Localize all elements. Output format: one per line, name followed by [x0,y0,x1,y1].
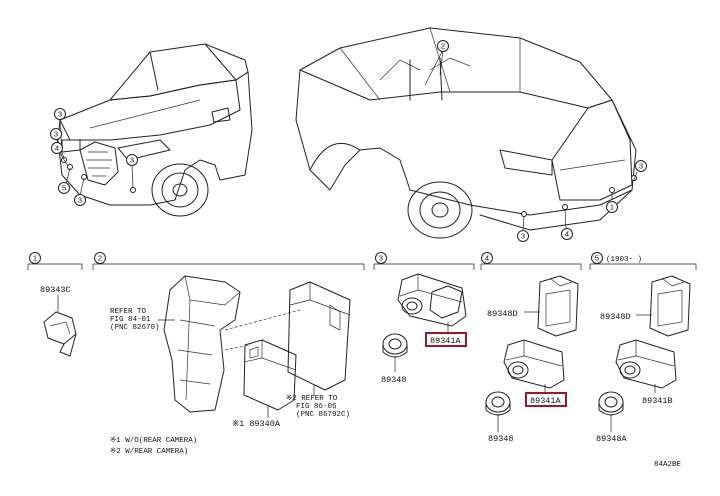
section-5-number: 5 [595,254,599,263]
illustration-code: 84A2BE [654,461,682,469]
refer-fig-84-01-line1: REFER TO [110,308,147,316]
part-89348-label-section3: 89348 [381,375,407,385]
rear-car-view [295,27,638,239]
callout-4: 4 [55,144,59,153]
callout-circle [74,194,86,206]
section-1-part: 89343C [40,285,77,357]
callout-2: 2 [441,42,445,51]
callout-3: 3 [54,130,58,139]
rear-callouts: 2 3 4 1 3 [437,40,647,242]
front-callouts: 3 3 4 5 3 3 [50,108,138,206]
section-2-number: 2 [98,254,102,263]
callout-4: 4 [565,230,569,239]
footnotes: ※1 W/O(REAR CAMERA) ※2 W/REAR CAMERA) 84… [110,436,682,469]
highlight-box [525,392,567,407]
part-89348A-label: 89348A [596,434,628,444]
refer-fig-84-01-line2: FIG 84-01 [110,316,151,324]
highlight-box [425,332,467,347]
callout-3: 3 [78,196,82,205]
callout-circle [606,201,618,213]
part-89343C-label: 89343C [40,285,71,295]
section-1-number: 1 [33,254,37,263]
callout-circle [517,230,529,242]
callout-circle [51,142,63,154]
section-3-parts: 89341A 89348 [381,273,467,385]
section-5-parts: 89348D 89341B 89348A [596,275,691,444]
callout-circle [437,40,449,52]
callout-circle [58,182,70,194]
part-89340A-label: ※1 89340A [232,419,281,429]
footnote-rear-camera: ※2 W/REAR CAMERA) [110,447,188,456]
part-89348D-label-section4: 89348D [487,309,518,319]
callout-circle [54,108,66,120]
callout-circle [50,128,62,140]
part-89348D-label-section5: 89348D [600,312,631,322]
footnote-no-rear-camera: ※1 W/O(REAR CAMERA) [110,436,197,445]
callout-3: 3 [130,156,134,165]
section-3-number: 3 [379,254,383,263]
callout-3: 3 [639,162,643,171]
callout-circle [561,228,573,240]
refer-fig-86-06-line3: (PNC 86792C) [296,411,350,419]
section-2-parts: REFER TO FIG 84-01 (PNC 82670) ※1 89340A… [110,275,351,429]
callout-3: 3 [521,232,525,241]
refer-fig-84-01-line3: (PNC 82670) [110,324,160,332]
section-4-parts: 89348D 89341A 89348 [485,275,579,444]
refer-fig-86-06-line2: FIG 86-06 [296,403,337,411]
refer-fig-86-06-line1: ※2 REFER TO [286,394,338,403]
callout-1: 1 [610,203,614,212]
section-headers: 1 2 3 4 5 (1903- ) [27,252,697,270]
callout-circle [126,154,138,166]
part-89341B-label: 89341B [642,396,673,406]
callout-circle [635,160,647,172]
part-89341A-label-section3[interactable]: 89341A [430,336,462,346]
section-5-date-note: (1903- ) [606,256,642,264]
callout-3: 3 [58,110,62,119]
section-4-number: 4 [485,254,489,263]
part-89341A-label-section4[interactable]: 89341A [530,396,562,406]
callout-5: 5 [62,184,66,193]
part-89348-label-section4: 89348 [488,434,514,444]
front-car-view [55,43,253,217]
